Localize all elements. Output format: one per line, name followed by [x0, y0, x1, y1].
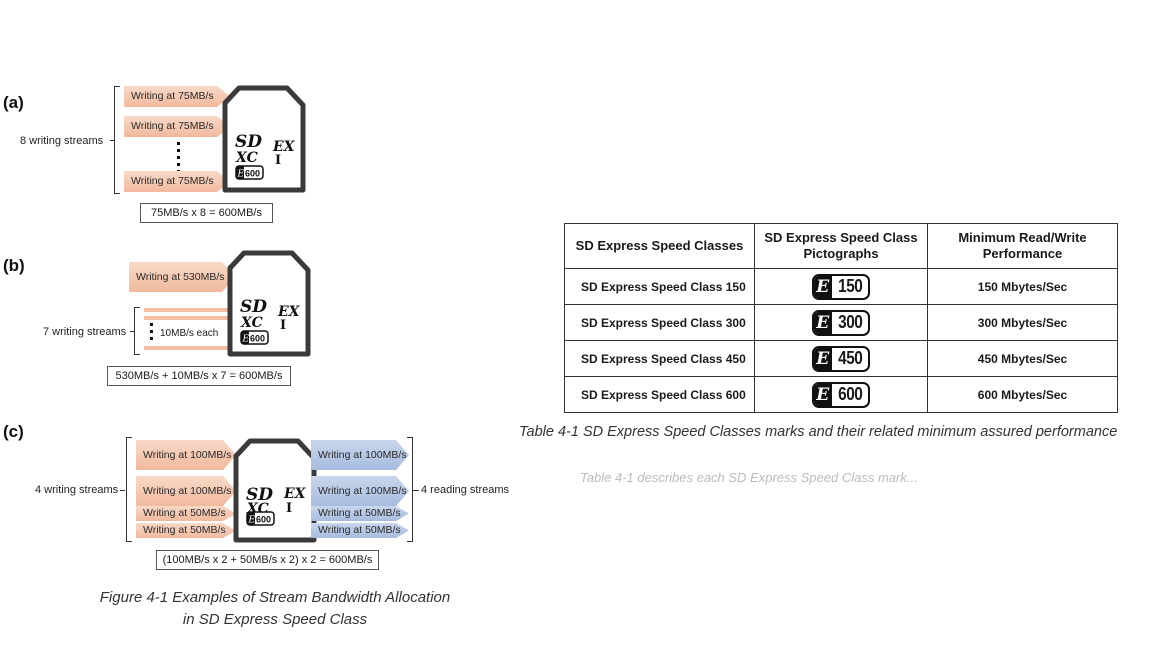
card-a-pict: 600 — [245, 169, 260, 179]
card-a-sd: SD — [235, 132, 262, 152]
header-pictographs: SD Express Speed Class Pictographs — [754, 223, 928, 269]
card-b-ex: EX — [277, 304, 301, 320]
panel-a-arrow-1: Writing at 75MB/s — [124, 86, 230, 107]
card-b-e: E — [242, 335, 250, 345]
table-header-row: SD Express Speed Classes SD Express Spee… — [564, 223, 1118, 269]
row-performance: 450 Mbytes/Sec — [927, 340, 1118, 377]
panel-a-label: (a) — [3, 93, 24, 112]
panel-c-read-arrow-2: Writing at 100MB/s — [311, 476, 409, 506]
card-c-e: E — [248, 516, 256, 526]
panel-c-bracket-left — [126, 437, 132, 542]
panel-c-write-arrow-1: Writing at 100MB/s — [136, 440, 236, 470]
figure-caption-line-2: in SD Express Speed Class — [182, 611, 368, 628]
panel-b-ellipsis — [150, 323, 153, 344]
row-name: SD Express Speed Class 150 — [564, 268, 755, 305]
row-name: SD Express Speed Class 450 — [564, 340, 755, 377]
panel-a-bracket — [114, 86, 120, 194]
panel-c-write-arrow-4: Writing at 50MB/s — [136, 523, 236, 538]
panel-b-stream-1 — [144, 308, 234, 312]
speed-class-table: SD Express Speed Classes SD Express Spee… — [564, 223, 1118, 413]
card-b-pict: 600 — [250, 334, 265, 344]
sd-card-icon-b: SD EX XC I E 600 — [227, 250, 311, 357]
figure-caption-line-1: Figure 4-1 Examples of Stream Bandwidth … — [99, 589, 451, 606]
table-caption: Table 4-1 SD Express Speed Classes marks… — [519, 424, 1118, 440]
panel-b-streams-label: 7 writing streams — [43, 326, 127, 338]
row-performance: 600 Mbytes/Sec — [927, 376, 1118, 413]
panel-c-write-arrow-2: Writing at 100MB/s — [136, 476, 236, 506]
card-b-sd: SD — [240, 297, 267, 317]
panel-b-big-arrow: Writing at 530MB/s — [129, 262, 235, 292]
panel-a-arrow-2: Writing at 75MB/s — [124, 116, 230, 137]
panel-a-arrow-8: Writing at 75MB/s — [124, 171, 230, 192]
panel-b-stream-2 — [144, 316, 234, 320]
row-performance: 150 Mbytes/Sec — [927, 268, 1118, 305]
panel-b-each-label: 10MB/s each — [160, 328, 219, 339]
header-speed-classes: SD Express Speed Classes — [564, 223, 755, 269]
row-name: SD Express Speed Class 600 — [564, 376, 755, 413]
panel-c-read-arrow-4: Writing at 50MB/s — [311, 523, 409, 538]
sd-card-icon-a: SD EX XC I E 600 — [222, 85, 306, 193]
card-c-sd: SD — [246, 485, 273, 505]
panel-c-tick-right — [413, 490, 419, 491]
panel-a-tick — [110, 140, 115, 141]
panel-b-tick — [130, 331, 135, 332]
panel-c-tick-left — [120, 490, 125, 491]
card-a-ex: EX — [272, 139, 296, 155]
card-c-ex: EX — [283, 486, 307, 502]
row-performance: 300 Mbytes/Sec — [927, 304, 1118, 341]
panel-c-reading-label: 4 reading streams — [421, 484, 510, 496]
panel-c-label: (c) — [3, 422, 24, 441]
header-performance: Minimum Read/Write Performance — [927, 223, 1118, 269]
panel-b-label: (b) — [3, 256, 25, 275]
panel-c-writing-label: 4 writing streams — [35, 484, 119, 496]
faded-body-text: Table 4-1 describes each SD Express Spee… — [580, 470, 918, 485]
panel-c-read-arrow-1: Writing at 100MB/s — [311, 440, 409, 470]
row-name: SD Express Speed Class 300 — [564, 304, 755, 341]
card-c-uhs: I — [286, 501, 292, 516]
panel-c-bracket-right — [407, 437, 413, 542]
panel-b-bracket — [134, 307, 140, 355]
panel-a-formula: 75MB/s x 8 = 600MB/s — [140, 203, 273, 223]
panel-c-read-arrow-3: Writing at 50MB/s — [311, 506, 409, 521]
card-a-e: E — [237, 170, 245, 180]
card-b-xc: XC — [240, 315, 263, 331]
panel-c-formula: (100MB/s x 2 + 50MB/s x 2) x 2 = 600MB/s — [156, 550, 379, 570]
panel-b-stream-7 — [144, 346, 234, 350]
card-a-uhs: I — [275, 153, 281, 168]
card-b-uhs: I — [280, 318, 286, 333]
card-a-xc: XC — [235, 150, 258, 166]
card-c-pict: 600 — [256, 515, 271, 525]
sd-card-icon-c: SD EX XC I E 600 — [233, 438, 317, 543]
panel-b-formula: 530MB/s + 10MB/s x 7 = 600MB/s — [107, 366, 291, 386]
panel-a-streams-label: 8 writing streams — [20, 135, 104, 147]
panel-c-write-arrow-3: Writing at 50MB/s — [136, 506, 236, 521]
